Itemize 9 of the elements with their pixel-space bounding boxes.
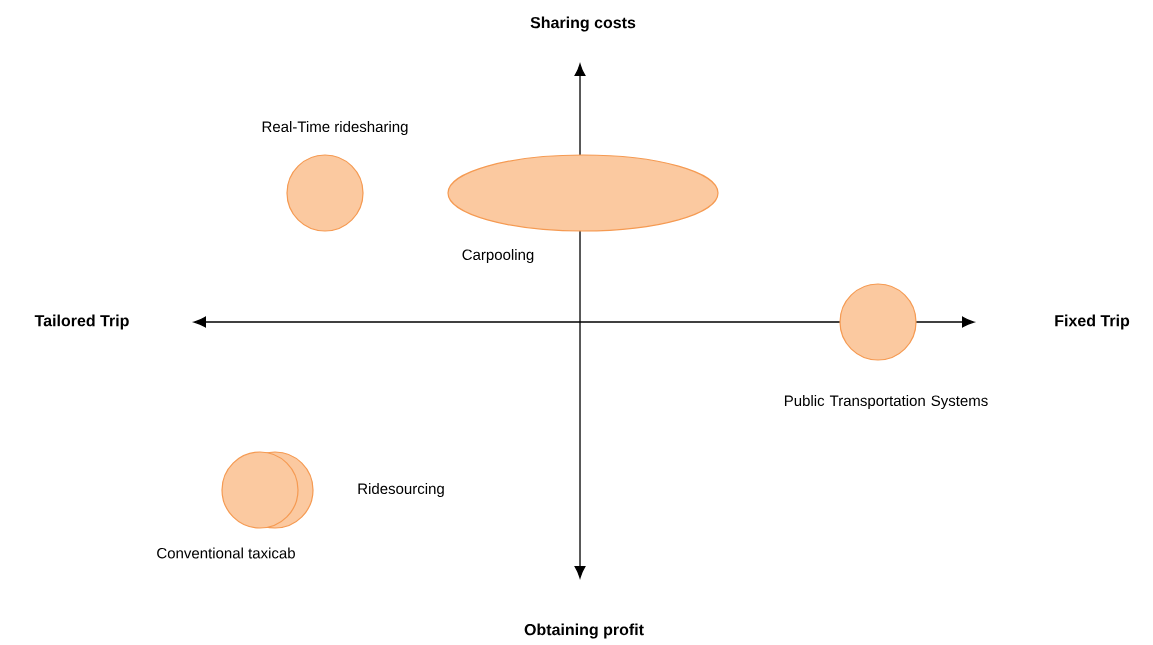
node-label: Conventional taxicab: [157, 547, 295, 559]
axis-label: Obtaining profit: [524, 623, 644, 639]
node-label: Carpooling: [462, 249, 534, 263]
node-label: Ridesourcing: [358, 483, 444, 497]
axis-label: Sharing costs: [530, 16, 636, 32]
node-label: Real-Time ridesharing: [262, 121, 408, 135]
node-label: Public Transportation Systems: [784, 395, 988, 409]
axis-label: Fixed Trip: [1055, 314, 1130, 330]
axis-label: Tailored Trip: [34, 314, 129, 330]
